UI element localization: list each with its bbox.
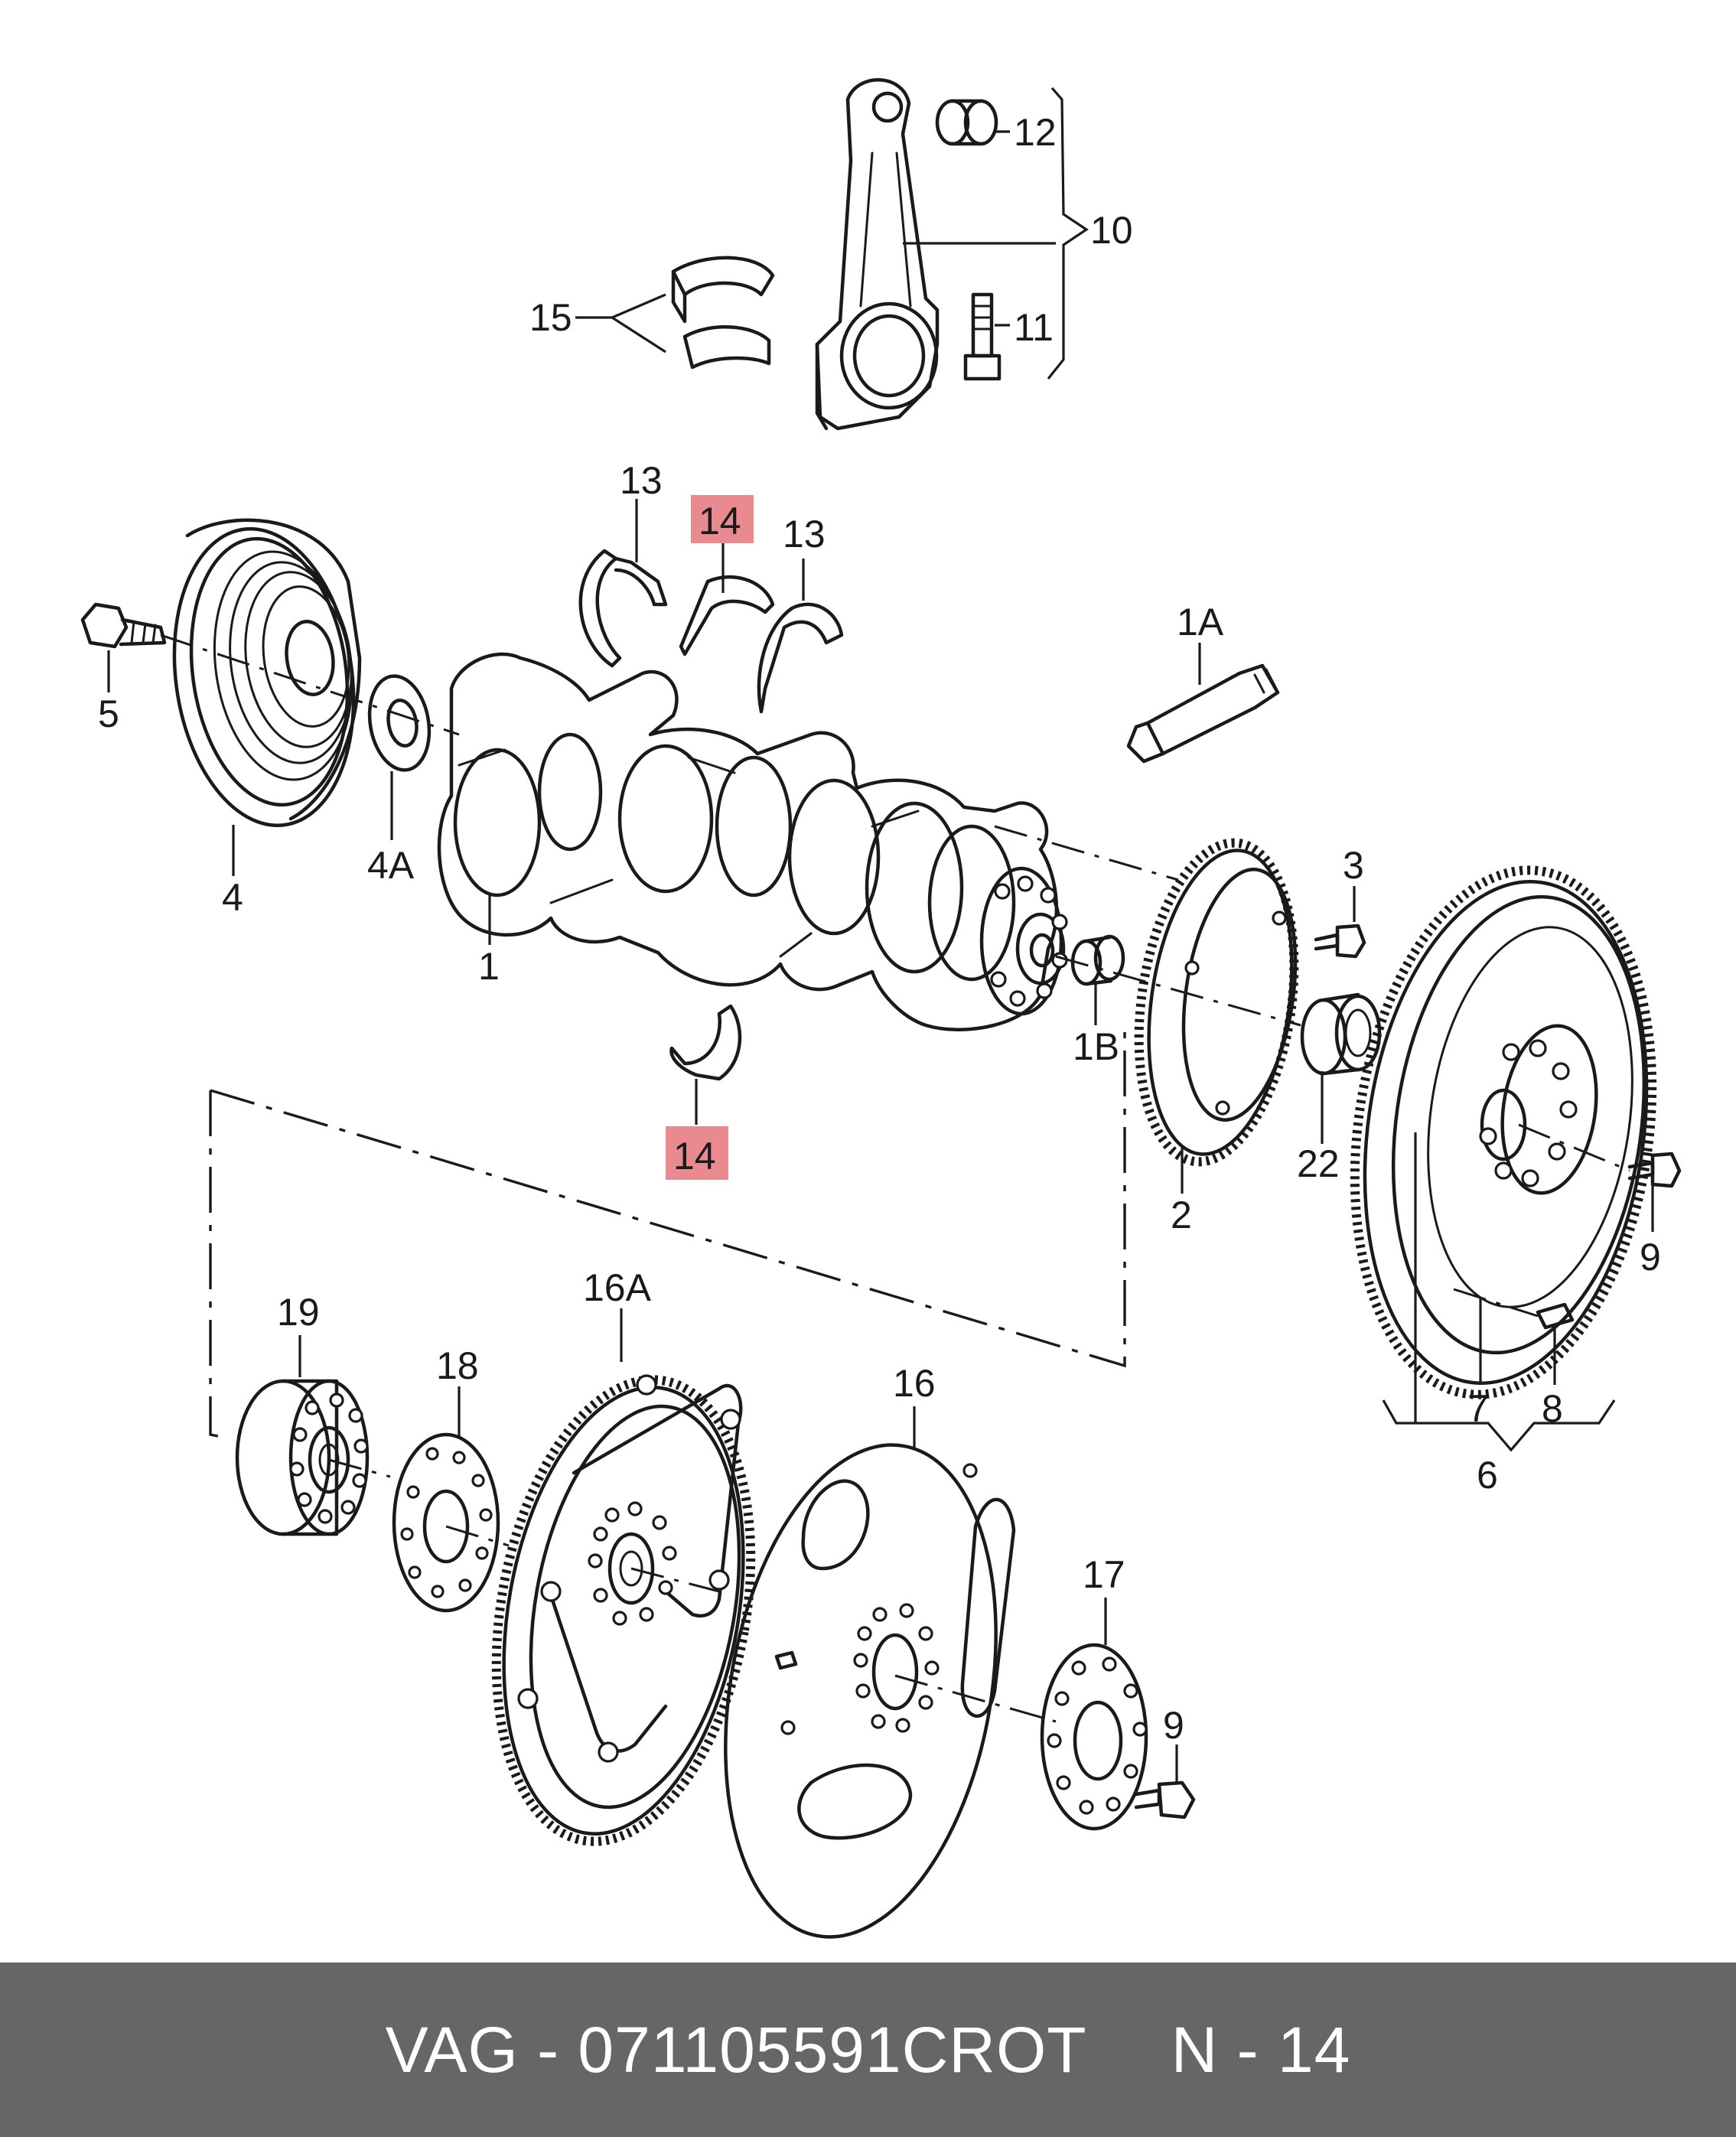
damper-bolt [80,602,167,649]
thrust-washer-4A [367,674,432,772]
callout-17: 17 [1083,1553,1125,1596]
callout-16: 16 [893,1362,936,1405]
callout-1: 1 [478,945,500,988]
callout-3: 3 [1343,844,1364,887]
flywheel-axis-2 [1518,1123,1630,1172]
callout-13b: 13 [783,513,826,555]
callout-4A: 4A [367,844,415,887]
hub-axis [328,1458,391,1478]
callout-11: 11 [1014,306,1054,349]
pilot-bearing-22 [1300,992,1382,1076]
leader-6 [1382,1132,1616,1452]
callout-15: 15 [529,296,572,339]
callout-1B: 1B [1073,1025,1119,1068]
main-bearing-shell-bottom [669,1004,742,1081]
conrod-bearing-shells [671,256,775,370]
callout-10: 10 [1090,209,1133,252]
ring-gear-bolt [1314,924,1366,959]
flex-plate-16 [724,1443,1016,1939]
main-bearing-shell-top [679,575,775,656]
needle-bearing-1B [1070,934,1125,986]
damper-axis [160,634,460,736]
callout-1A: 1A [1177,601,1224,643]
drive-plate-16A [491,1374,756,1846]
dowel-pin [1536,1302,1575,1330]
flexplate-axis [894,1674,1057,1723]
callout-16A: 16A [583,1266,652,1309]
leader-10 [903,86,1089,380]
spacer-hub [235,1379,370,1536]
callout-22: 22 [1297,1142,1340,1185]
callout-19: 19 [277,1291,320,1334]
callout-13a: 13 [620,459,663,502]
flywheel [1350,865,1657,1399]
plate16A-axis [630,1567,720,1593]
conrod-bolt [963,292,1002,381]
callout-6: 6 [1477,1454,1498,1497]
callout-8: 8 [1542,1387,1563,1430]
group-frame [209,1021,1126,1440]
footer-bar: VAG - 071105591CROT N - 14 [0,1963,1736,2137]
flywheel-axis [1453,1288,1539,1318]
thrust-washer-right [757,602,844,714]
callout-2: 2 [1171,1194,1192,1236]
callout-7: 7 [1467,1387,1489,1430]
vibration-damper [172,518,362,828]
ring-gear-plate [1134,838,1299,1167]
callout-14-top: 14 [699,500,741,542]
callout-14-bottom: 14 [673,1135,716,1178]
callout-18: 18 [436,1344,479,1387]
crank-axis [994,825,1179,881]
highlight-14-top [691,495,754,543]
connecting-rod [815,78,940,431]
leader-15 [575,293,666,353]
exploded-parts-diagram: 12 10 15 11 13 14 13 1A 5 4A 4 1 3 1B 22… [80,78,1682,1939]
callout-9a: 9 [1640,1236,1661,1279]
part-number: VAG - 071105591CROT [385,2013,1087,2086]
callout-5: 5 [98,692,119,735]
thrust-washer-left [578,549,668,668]
clamp-plate [1040,1643,1148,1831]
callout-4: 4 [222,876,243,919]
page-reference: N - 14 [1171,2013,1351,2086]
washer-plate [392,1432,500,1613]
sealant-tube [1126,663,1280,764]
highlight-14-bottom [666,1126,728,1180]
flywheel-bolt [1627,1152,1682,1188]
flexplate-bolt [1134,1780,1196,1819]
crank-axis-2 [1055,955,1301,1027]
plate-axis [445,1525,510,1547]
small-end-bush [935,99,998,146]
callout-9b: 9 [1163,1704,1184,1747]
crankshaft [437,652,1068,1031]
callout-12: 12 [1014,111,1057,154]
